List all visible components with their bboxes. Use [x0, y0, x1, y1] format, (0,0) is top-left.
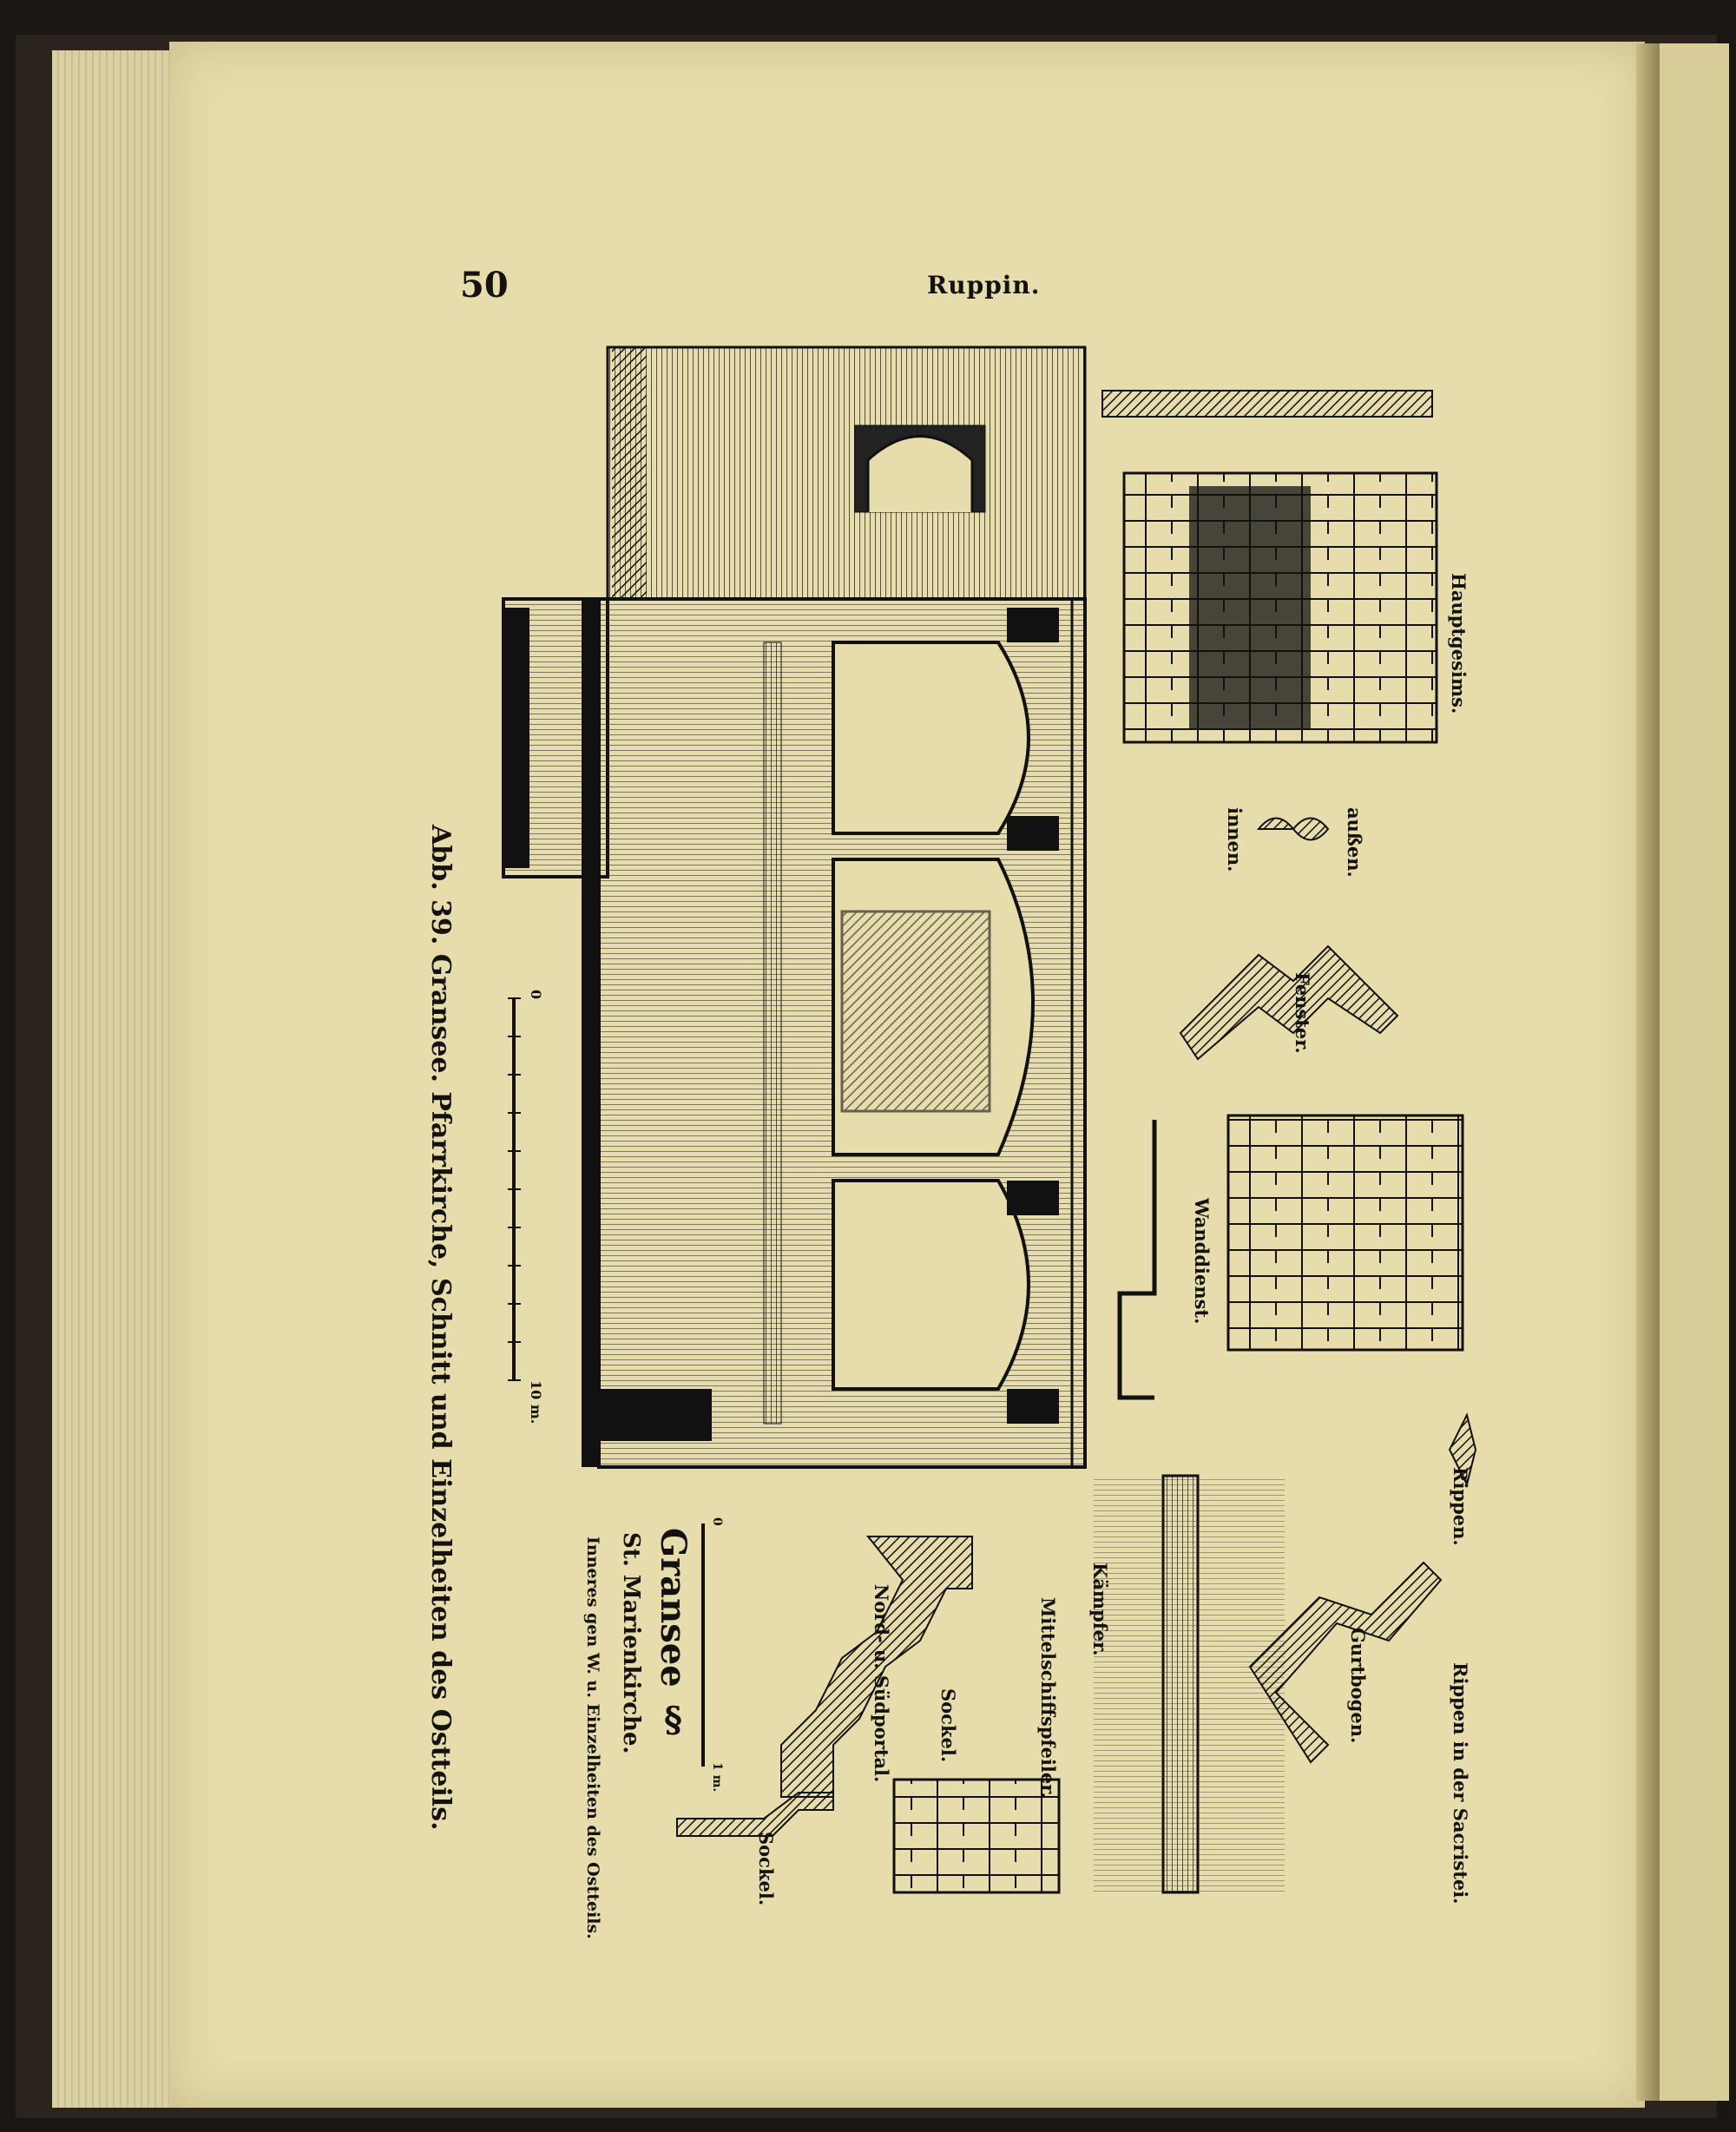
detail-profiles — [676, 390, 1477, 1894]
label-sockel-1: Sockel. — [937, 1688, 959, 1763]
label-mittelschiffspfeiler: Mittelschiffspfeiler. — [1037, 1597, 1059, 1799]
small-scale-end: 1 m. — [710, 1762, 724, 1793]
label-rippen: Rippen. — [1450, 1467, 1471, 1546]
label-hauptgesims: Hauptgesims. — [1448, 573, 1470, 714]
label-rippen-sakristei: Rippen in der Sacristei. — [1450, 1662, 1471, 1905]
label-kaempfer: Kämpfer. — [1089, 1563, 1111, 1656]
label-wanddienst: Wanddienst. — [1191, 1198, 1213, 1325]
figure-caption: Abb. 39. Gransee. Pfarrkirche, Schnitt u… — [425, 825, 456, 1831]
large-scale-start: 0 — [528, 990, 544, 1000]
large-scale-end: 10 m. — [528, 1380, 544, 1425]
running-header: Ruppin. — [927, 271, 1041, 299]
page-number: 50 — [460, 265, 509, 306]
large-scale-bar — [508, 997, 521, 1381]
label-aussen: außen. — [1344, 807, 1365, 878]
facing-page-edge — [1660, 43, 1729, 2101]
church-section — [502, 345, 1087, 1469]
gutter — [1636, 43, 1662, 2101]
label-gurtbogen: Gurtbogen. — [1347, 1628, 1369, 1744]
label-fenster: Fenster. — [1292, 972, 1313, 1054]
page-edges — [52, 50, 174, 2108]
label-innen: innen. — [1224, 807, 1246, 872]
small-scale-start: 0 — [710, 1517, 724, 1526]
label-portal: Nord- u. Südportal. — [871, 1584, 892, 1783]
plate-title: Gransee § — [653, 1528, 694, 1740]
plate-description: Inneres gen W. u. Einzelheiten des Ostte… — [583, 1536, 602, 1939]
plate-subtitle: St. Marienkirche. — [618, 1532, 644, 1754]
label-sockel-2: Sockel. — [755, 1832, 777, 1906]
